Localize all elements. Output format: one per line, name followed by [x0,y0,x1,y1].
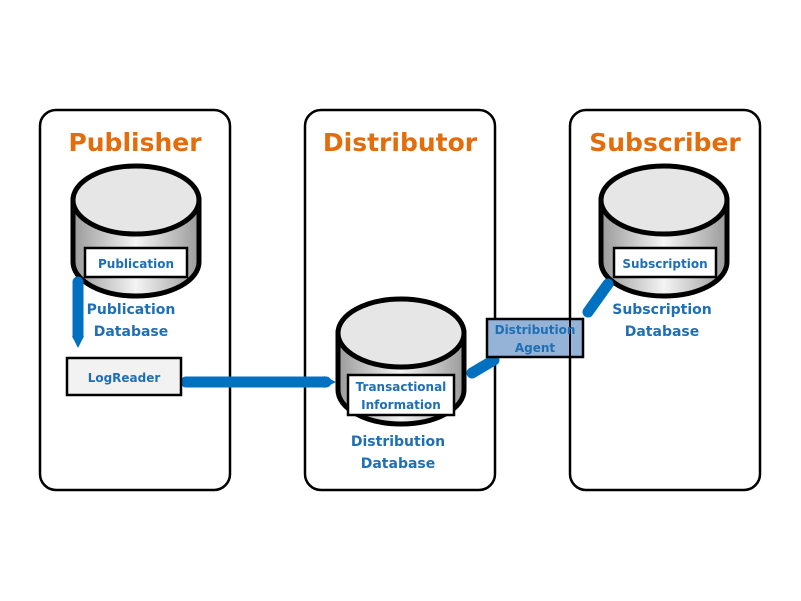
distribution-to-agent-pipe [466,354,500,379]
distribution-agent-box [485,317,585,359]
subscription-db-caption-2: Database [625,324,700,340]
distribution-db-caption-1: Distribution [351,434,445,450]
agent-label-1: Distribution [495,323,576,337]
subscription-label: Subscription [622,257,707,271]
publication-to-logreader-arrow [72,276,84,348]
publication-db-caption-2: Database [94,324,169,340]
logreader-box [65,356,183,397]
agent-to-subscription-pipe [582,278,614,318]
transactional-label-1: Transactional [356,380,447,394]
agent-label-2: Agent [515,341,556,355]
subscription-db-caption-1: Subscription [612,302,712,318]
transactional-information-box [346,373,456,417]
publication-label: Publication [98,257,174,271]
logreader-to-distribution-arrow [180,376,336,388]
distributor-title: Distributor [323,128,478,157]
subscriber-title: Subscriber [589,128,741,157]
subscription-box [612,246,718,279]
logreader-label: LogReader [88,371,161,385]
publisher-title: Publisher [68,128,202,157]
distribution-db-caption-2: Database [361,456,436,472]
transactional-label-2: Information [361,398,441,412]
publication-box [83,246,189,279]
publication-db-caption-1: Publication [87,302,176,318]
